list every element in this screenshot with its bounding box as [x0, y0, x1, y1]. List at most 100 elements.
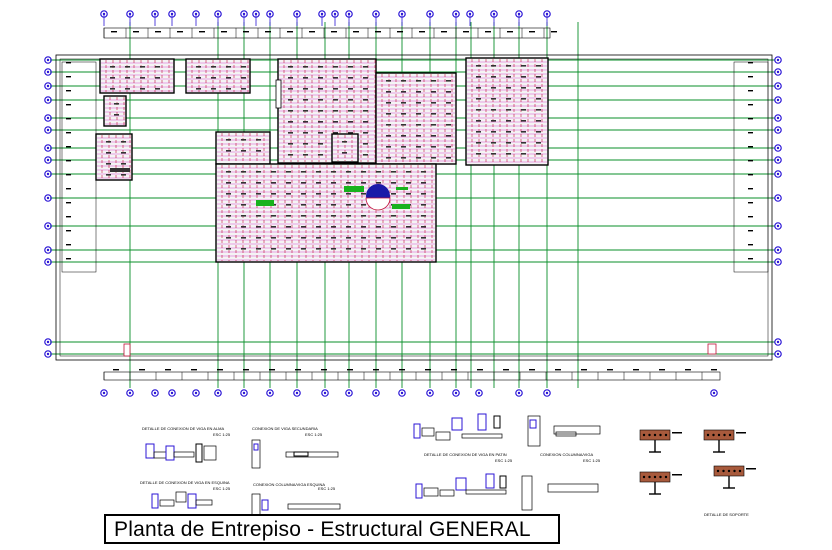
- beam-tag: [386, 91, 391, 93]
- grid-marker-dot: [46, 224, 50, 228]
- beam-tag: [241, 193, 246, 195]
- beam-tag: [226, 182, 231, 184]
- beam-tag: [125, 66, 130, 68]
- beam-tag: [521, 142, 526, 144]
- detail-beam: [465, 489, 507, 495]
- section-rebar: [659, 433, 662, 437]
- dim-text-top: [309, 31, 315, 33]
- dim-text-top: [397, 31, 403, 33]
- beam-tag: [476, 76, 481, 78]
- beam-tag: [431, 113, 436, 115]
- detail-beam: [251, 439, 261, 469]
- dim-text-bottom: [529, 369, 535, 371]
- section-rebar: [664, 475, 668, 479]
- beam-tag: [286, 182, 291, 184]
- beam-tag: [386, 157, 391, 159]
- dim-text-right: [748, 132, 753, 134]
- grid-marker-top: [168, 10, 176, 18]
- grid-marker-dot: [776, 58, 780, 62]
- beam-tag: [376, 248, 381, 250]
- beam-tag: [506, 153, 511, 155]
- beam-tag: [416, 157, 421, 159]
- grid-marker-bottom: [475, 389, 483, 397]
- beam-tag: [125, 77, 130, 79]
- beam-tag: [288, 132, 293, 134]
- slab-panel: [465, 57, 549, 166]
- beam-tag: [318, 88, 323, 90]
- dim-text-top: [155, 31, 161, 33]
- grid-marker-dot: [216, 12, 220, 16]
- beam-tag: [256, 215, 261, 217]
- grid-marker-dot: [517, 391, 521, 395]
- beam-tag: [521, 65, 526, 67]
- beam-tag: [271, 226, 276, 228]
- dim-text-right: [748, 230, 753, 232]
- beam-tag: [361, 215, 366, 217]
- beam-tag: [256, 139, 261, 141]
- grid-marker-bottom: [266, 389, 274, 397]
- small-block: [275, 79, 282, 109]
- beam-tag: [256, 193, 261, 195]
- grid-marker-left: [44, 258, 52, 266]
- grid-marker-bottom: [293, 389, 301, 397]
- detail-caption-3: DETALLE DE CONEXION DE VIGA EN ESQUINA: [140, 480, 230, 485]
- grid-marker-dot: [323, 391, 327, 395]
- slab-panel: [215, 131, 271, 165]
- detail-beam: [203, 445, 217, 461]
- grid-marker-right: [774, 222, 782, 230]
- beam-tag: [331, 237, 336, 239]
- section-rebar: [664, 433, 668, 437]
- section-rebar: [722, 469, 725, 473]
- beam-tag: [391, 182, 396, 184]
- beam-tag: [241, 171, 246, 173]
- dim-text-left: [66, 146, 71, 148]
- beam-tag: [401, 80, 406, 82]
- beam-tag: [536, 98, 541, 100]
- section-rebar: [723, 433, 726, 437]
- grid-marker-top: [318, 10, 326, 18]
- detail-plate: [485, 473, 495, 489]
- grid-marker-right: [774, 126, 782, 134]
- beam-tag: [476, 142, 481, 144]
- grid-marker-right: [774, 194, 782, 202]
- dim-text-bottom: [347, 369, 353, 371]
- beam-tag: [110, 88, 115, 90]
- dim-text-top: [441, 31, 447, 33]
- top-strip: [103, 27, 551, 39]
- beam-tag: [301, 193, 306, 195]
- beam-tag: [536, 153, 541, 155]
- dim-text-left: [66, 90, 71, 92]
- dim-text-left: [66, 76, 71, 78]
- beam-tag: [271, 182, 276, 184]
- beam-tag: [286, 237, 291, 239]
- beam-tag: [226, 139, 231, 141]
- beam-tag: [491, 76, 496, 78]
- beam-tag: [121, 163, 126, 165]
- beam-tag: [256, 171, 261, 173]
- dim-text-top: [177, 31, 183, 33]
- beam-tag: [416, 102, 421, 104]
- beam-tag: [114, 114, 119, 116]
- dim-text-top: [485, 31, 491, 33]
- grid-marker-left: [44, 82, 52, 90]
- detail-plate: [261, 499, 269, 511]
- beam-tag: [226, 171, 231, 173]
- beam-tag: [406, 215, 411, 217]
- grid-marker-dot: [46, 116, 50, 120]
- beam-tag: [331, 204, 336, 206]
- beam-tag: [286, 248, 291, 250]
- beam-tag: [346, 182, 351, 184]
- detail-plate: [145, 443, 155, 459]
- beam-tag: [421, 204, 426, 206]
- section-rebar: [716, 469, 720, 473]
- dim-text-left: [66, 202, 71, 204]
- dim-text-left: [66, 216, 71, 218]
- grid-marker-left: [44, 246, 52, 254]
- beam-tag: [333, 110, 338, 112]
- beam-tag: [226, 77, 231, 79]
- grid-marker-dot: [46, 158, 50, 162]
- beam-tag: [333, 121, 338, 123]
- grid-marker-right: [774, 114, 782, 122]
- grid-marker-dot: [46, 58, 50, 62]
- beam-tag: [316, 215, 321, 217]
